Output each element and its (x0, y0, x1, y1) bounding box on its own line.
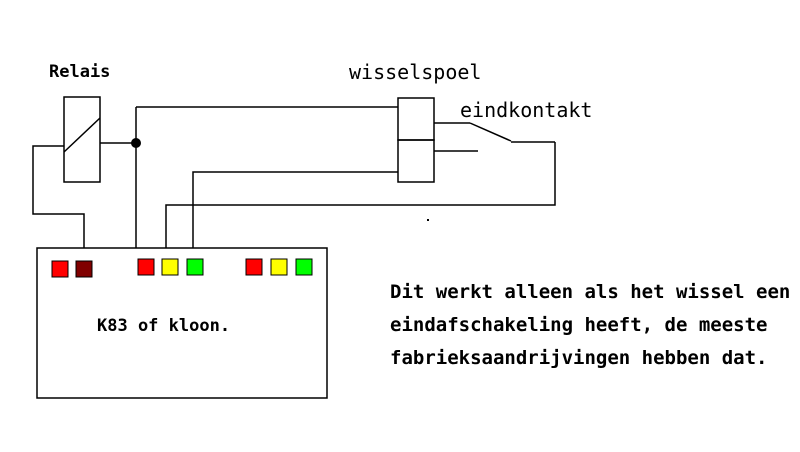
relay-coil-slash (63, 117, 101, 153)
connector-red-1 (51, 260, 69, 278)
explanation-note: Dit werkt alleen als het wissel een eind… (390, 276, 790, 375)
stray-dot (427, 219, 429, 221)
wire-yellow-to-endcontact (165, 142, 556, 248)
coil-box-lower (397, 139, 435, 183)
wire-relay-to-connector (32, 145, 85, 248)
junction-dot (131, 138, 141, 148)
connector-green-1 (186, 258, 204, 276)
note-line-1: Dit werkt alleen als het wissel een (390, 281, 791, 303)
connector-red-3 (245, 258, 263, 276)
end-contact-label: eindkontakt (460, 98, 593, 122)
connector-darkred (75, 260, 93, 278)
note-line-3: fabrieksaandrijvingen hebben dat. (390, 347, 768, 369)
connector-yellow-1 (161, 258, 179, 276)
relay-box (63, 96, 101, 183)
coil-box-upper (397, 97, 435, 141)
coil-label: wisselspoel (349, 60, 482, 84)
note-line-2: eindafschakeling heeft, de meeste (390, 314, 768, 336)
connector-red-2 (137, 258, 155, 276)
wire-green-to-coil (192, 171, 398, 248)
relay-label: Relais (49, 62, 111, 82)
connector-yellow-2 (270, 258, 288, 276)
module-box (36, 247, 328, 399)
module-label: K83 of kloon. (97, 316, 231, 336)
end-contact-switch (469, 122, 512, 142)
connector-green-2 (295, 258, 313, 276)
